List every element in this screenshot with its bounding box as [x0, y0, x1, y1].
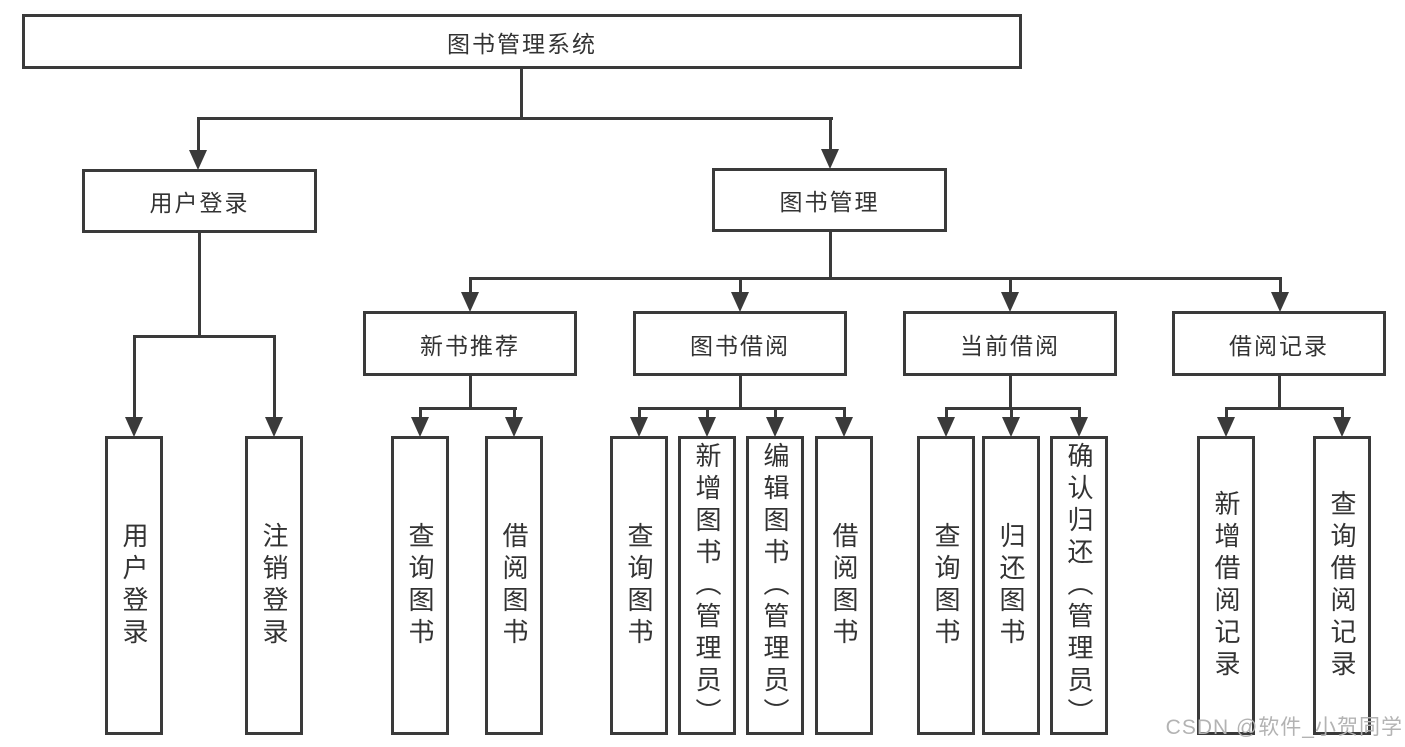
- connector-login-stem: [198, 232, 201, 335]
- node-new-book-rec-label: 新书推荐: [420, 332, 520, 359]
- connector-bb-stem: [739, 376, 742, 407]
- connector-br-rail: [1225, 407, 1344, 410]
- arrow-to-current-borrow-icon: [1001, 277, 1019, 312]
- connector-level3-rail: [469, 277, 1282, 280]
- connector-cb-stem: [1009, 376, 1012, 407]
- node-new-book-rec: 新书推荐: [363, 311, 577, 376]
- leaf-br-add-record: 新增借阅记录: [1197, 436, 1255, 735]
- leaf-rec-query-book-label: 查询图书: [405, 521, 435, 650]
- leaf-cb-query-book-label: 查询图书: [931, 521, 961, 650]
- leaf-logout: 注销登录: [245, 436, 303, 735]
- leaf-bb-add-book: 新增图书（管理员）: [678, 436, 736, 735]
- leaf-bb-query-book-label: 查询图书: [624, 521, 654, 650]
- leaf-rec-borrow-book: 借阅图书: [485, 436, 543, 735]
- arrow-to-book-manage-icon: [821, 117, 839, 169]
- node-library-system: 图书管理系统: [22, 14, 1022, 69]
- node-borrow-record: 借阅记录: [1172, 311, 1386, 376]
- connector-br-stem: [1278, 376, 1281, 407]
- arrow-rec-query-icon: [411, 407, 429, 437]
- node-user-login: 用户登录: [82, 169, 317, 233]
- connector-rec-stem: [469, 376, 472, 407]
- connector-cb-rail: [945, 407, 1081, 410]
- csdn-watermark: CSDN @软件_小贺同学: [1165, 716, 1403, 739]
- connector-bb-rail: [638, 407, 846, 410]
- node-library-system-label: 图书管理系统: [447, 30, 597, 57]
- node-borrow-record-label: 借阅记录: [1229, 332, 1329, 359]
- arrow-to-leaf-user-login-icon: [125, 335, 143, 437]
- arrow-rec-borrow-icon: [505, 407, 523, 437]
- connector-manage-stem: [829, 232, 832, 277]
- leaf-bb-borrow-book: 借阅图书: [815, 436, 873, 735]
- node-user-login-label: 用户登录: [149, 190, 250, 216]
- leaf-cb-query-book: 查询图书: [917, 436, 975, 735]
- leaf-br-query-record-label: 查询借阅记录: [1327, 489, 1357, 682]
- arrow-br-add-icon: [1217, 407, 1235, 437]
- arrow-bb-add-icon: [698, 407, 716, 437]
- arrow-cb-return-icon: [1002, 407, 1020, 437]
- arrow-to-leaf-logout-icon: [265, 335, 283, 437]
- arrow-to-user-login-icon: [189, 117, 207, 170]
- leaf-rec-query-book: 查询图书: [391, 436, 449, 735]
- leaf-br-query-record: 查询借阅记录: [1313, 436, 1371, 735]
- leaf-logout-label: 注销登录: [259, 521, 289, 650]
- leaf-bb-edit-book-label: 编辑图书（管理员）: [760, 441, 790, 730]
- node-book-borrow: 图书借阅: [633, 311, 847, 376]
- node-current-borrow-label: 当前借阅: [960, 332, 1060, 359]
- arrow-bb-edit-icon: [766, 407, 784, 437]
- arrow-to-new-book-rec-icon: [461, 277, 479, 312]
- arrow-cb-query-icon: [937, 407, 955, 437]
- leaf-bb-query-book: 查询图书: [610, 436, 668, 735]
- leaf-user-login: 用户登录: [105, 436, 163, 735]
- node-book-manage-label: 图书管理: [779, 189, 880, 215]
- leaf-cb-return-book: 归还图书: [982, 436, 1040, 735]
- arrow-to-borrow-record-icon: [1271, 277, 1289, 312]
- leaf-rec-borrow-book-label: 借阅图书: [499, 521, 529, 650]
- arrow-bb-query-icon: [630, 407, 648, 437]
- arrow-cb-confirm-icon: [1070, 407, 1088, 437]
- connector-rec-rail: [419, 407, 517, 410]
- node-book-borrow-label: 图书借阅: [690, 332, 790, 359]
- arrow-bb-borrow-icon: [835, 407, 853, 437]
- node-current-borrow: 当前借阅: [903, 311, 1117, 376]
- connector-level2-rail: [197, 117, 833, 120]
- leaf-cb-confirm-return: 确认归还（管理员）: [1050, 436, 1108, 735]
- node-book-manage: 图书管理: [712, 168, 947, 232]
- leaf-bb-edit-book: 编辑图书（管理员）: [746, 436, 804, 735]
- leaf-cb-return-book-label: 归还图书: [996, 521, 1026, 650]
- leaf-cb-confirm-return-label: 确认归还（管理员）: [1064, 441, 1094, 730]
- arrow-br-query-icon: [1333, 407, 1351, 437]
- connector-root-stem: [520, 69, 523, 117]
- connector-login-rail: [133, 335, 276, 338]
- leaf-br-add-record-label: 新增借阅记录: [1211, 489, 1241, 682]
- leaf-user-login-label: 用户登录: [119, 521, 149, 650]
- leaf-bb-borrow-book-label: 借阅图书: [829, 521, 859, 650]
- arrow-to-book-borrow-icon: [731, 277, 749, 312]
- leaf-bb-add-book-label: 新增图书（管理员）: [692, 441, 722, 730]
